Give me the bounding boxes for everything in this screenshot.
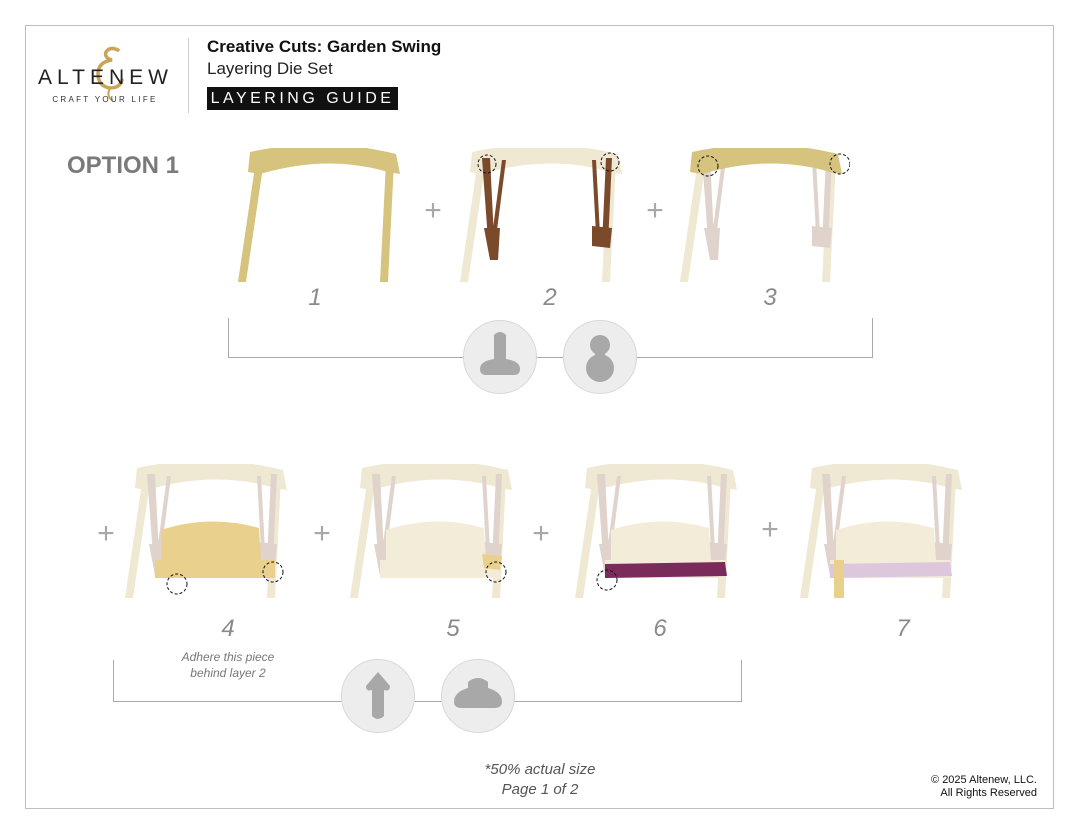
layering-guide-badge: LAYERING GUIDE <box>207 87 398 110</box>
layer-4-image <box>125 464 295 604</box>
step-number: 1 <box>308 284 322 311</box>
bracket-line <box>113 701 742 702</box>
t-shape-die-icon <box>463 320 537 394</box>
altenew-logo-mark <box>96 46 124 101</box>
layer-2-image <box>460 148 630 288</box>
page-border <box>25 25 1054 809</box>
scale-note: *50% actual size <box>484 761 596 778</box>
step-number: 5 <box>446 615 460 642</box>
divider <box>188 38 189 113</box>
bracket-line <box>741 660 742 702</box>
step-number: 7 <box>896 615 910 642</box>
option-label: OPTION 1 <box>67 152 180 179</box>
bracket-line <box>228 318 229 358</box>
copyright: © 2025 Altenew, LLC.All Rights Reserved <box>931 774 1037 800</box>
step-4-note: Adhere this piece behind layer 2 <box>168 649 288 681</box>
step-number: 6 <box>653 615 667 642</box>
page-number: Page 1 of 2 <box>501 781 579 798</box>
plus-icon: + <box>646 194 664 227</box>
layer-6-image <box>575 464 745 604</box>
layer-7-image <box>800 464 970 598</box>
bracket-line <box>228 357 873 358</box>
plus-icon: + <box>532 517 550 550</box>
bracket-line <box>113 660 114 702</box>
plus-icon: + <box>97 517 115 550</box>
plus-icon: + <box>761 513 779 546</box>
rights-text: All Rights Reserved <box>940 787 1037 799</box>
copyright-text: © 2025 Altenew, LLC. <box>931 774 1037 786</box>
note-line: behind layer 2 <box>190 666 266 680</box>
brand-logo: ALTENEW <box>38 66 173 89</box>
bracket-line <box>872 318 873 358</box>
step-number: 4 <box>221 615 235 642</box>
arrow-die-icon <box>341 659 415 733</box>
layer-1-image <box>238 148 408 288</box>
layer-5-image <box>350 464 520 604</box>
layer-3-image <box>680 148 850 288</box>
brand-tagline: CRAFT YOUR LIFE <box>52 95 158 104</box>
page-title: Creative Cuts: Garden Swing <box>207 37 442 56</box>
keyhole-die-icon <box>563 320 637 394</box>
plus-icon: + <box>424 194 442 227</box>
step-number: 2 <box>543 284 557 311</box>
plus-icon: + <box>313 517 331 550</box>
note-line: Adhere this piece <box>181 650 275 664</box>
step-number: 3 <box>763 284 777 311</box>
t-shape-die-icon <box>441 659 515 733</box>
page-subtitle: Layering Die Set <box>207 59 333 78</box>
